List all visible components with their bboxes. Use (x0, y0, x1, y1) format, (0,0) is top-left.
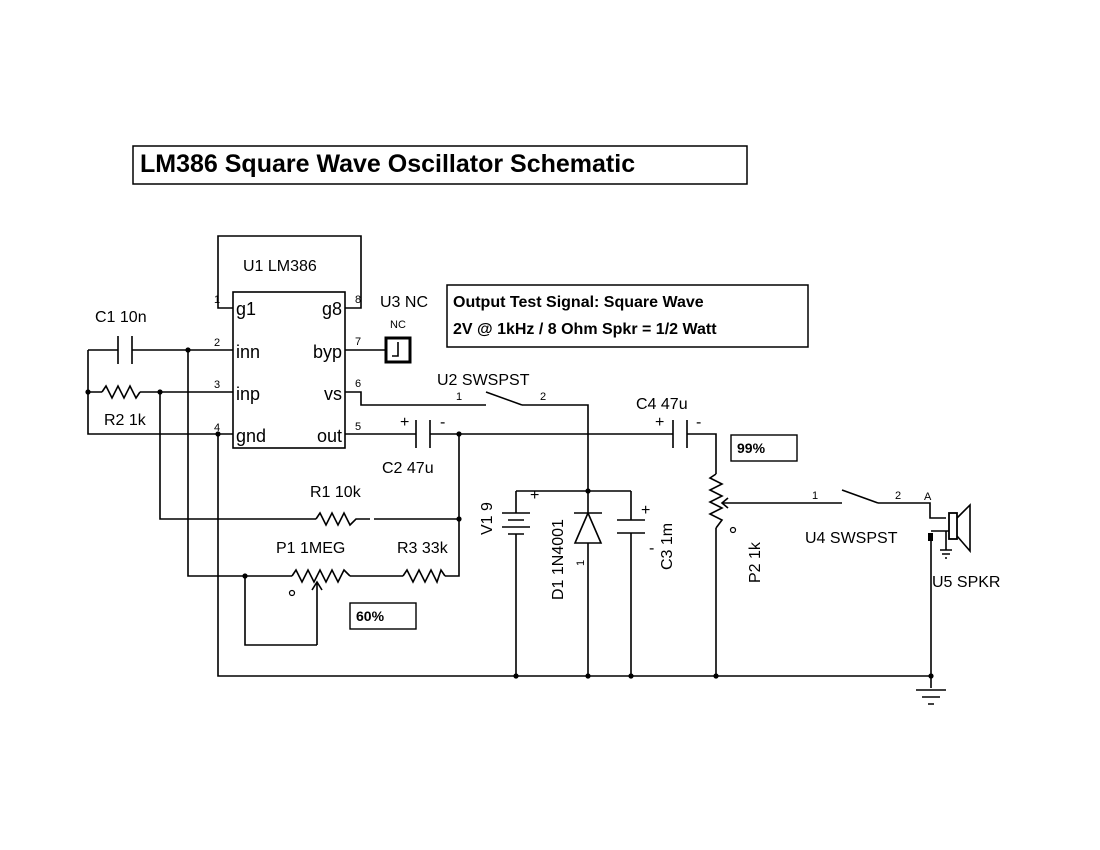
c1-capacitor[interactable]: C1 10n (95, 309, 147, 364)
c2-capacitor[interactable]: + - C2 47u (382, 414, 445, 477)
note-box (446, 284, 809, 348)
c4-minus: - (696, 414, 701, 431)
u1-pin-number-3: 3 (214, 379, 220, 391)
u1-pin-number-2: 2 (214, 337, 220, 349)
wire-vs-switch (345, 391, 589, 491)
u2-label: U2 SWSPST (437, 372, 530, 389)
junction (585, 673, 591, 679)
p2-label: P2 1k (747, 541, 764, 583)
c2-minus: - (440, 414, 445, 431)
c4-label: C4 47u (636, 396, 688, 413)
u2-switch[interactable]: U2 SWSPST 1 2 (437, 372, 546, 406)
junction (456, 431, 462, 437)
v1-label: V1 9 (479, 502, 496, 535)
u1-label: U1 LM386 (243, 258, 317, 275)
v1-plus: + (530, 487, 539, 504)
r2-resistor[interactable]: R2 1k (101, 384, 147, 429)
p1-setting: 60% (356, 608, 385, 624)
d1-diode[interactable]: D1 1N4001 1 (550, 491, 603, 676)
c1-label: C1 10n (95, 309, 147, 326)
c4-capacitor[interactable]: + - C4 47u (636, 396, 701, 448)
c2-label: C2 47u (382, 460, 434, 477)
u3-sub-label: NC (390, 319, 406, 331)
u1-pin-number-4: 4 (214, 422, 220, 434)
c2-plus: + (400, 414, 409, 431)
ground-icon (916, 689, 946, 705)
c3-plus: + (641, 502, 650, 519)
u1-pin-number-8: 8 (355, 294, 361, 306)
u1-pin-g8: g8 (322, 299, 342, 319)
u4-lever (841, 489, 879, 504)
d1-pin: 1 (575, 560, 587, 566)
junction (713, 673, 719, 679)
wire-p1-loop (244, 576, 317, 646)
wire-p1-r3 (187, 350, 460, 577)
u5-speaker[interactable]: A U5 SPKR (924, 491, 1000, 591)
u3-body (384, 336, 412, 364)
u1-pin-gnd: gnd (236, 426, 266, 446)
wire-g1-g8 (217, 235, 362, 309)
p2-potentiometer[interactable]: P2 1k (708, 473, 818, 676)
u2-pin-2: 2 (540, 391, 546, 403)
u4-pin-2: 2 (895, 490, 901, 502)
u1-lm386[interactable]: U1 LM386 g1 inn inp gnd g8 byp vs out 1 … (214, 258, 361, 449)
u1-pin-g1: g1 (236, 299, 256, 319)
r1-label: R1 10k (310, 484, 362, 501)
u1-pin-out: out (317, 426, 342, 446)
wire-r1 (159, 392, 459, 520)
title-box (132, 145, 748, 185)
u4-switch[interactable]: U4 SWSPST 1 2 (805, 489, 946, 547)
junction (628, 673, 634, 679)
u1-pin-vs: vs (324, 384, 342, 404)
v1-battery[interactable]: + V1 9 (479, 487, 539, 676)
u5-pin-a: A (924, 491, 932, 503)
u2-lever (485, 391, 523, 406)
note-line-1: Output Test Signal: Square Wave (453, 294, 704, 311)
junction (928, 673, 934, 679)
u1-pin-number-5: 5 (355, 421, 361, 433)
r3-label: R3 33k (397, 540, 449, 557)
c4-plus: + (655, 414, 664, 431)
p1-label: P1 1MEG (276, 540, 345, 557)
u1-body (232, 291, 346, 449)
u3-glyph (392, 342, 399, 357)
wire-gnd-left (87, 392, 233, 435)
p2-setting: 99% (737, 440, 766, 456)
u1-pin-number-6: 6 (355, 378, 361, 390)
u1-pin-inp: inp (236, 384, 260, 404)
c3-capacitor[interactable]: + - C3 1m (617, 491, 676, 676)
u3-label: U3 NC (380, 294, 428, 311)
u4-label: U4 SWSPST (805, 530, 898, 547)
u5-label: U5 SPKR (932, 574, 1000, 591)
u4-pin-1: 1 (812, 490, 818, 502)
d1-label: D1 1N4001 (550, 519, 567, 600)
c3-label: C3 1m (659, 523, 676, 570)
schematic-title: LM386 Square Wave Oscillator Schematic (140, 150, 635, 178)
p2-setting-box (730, 434, 798, 462)
wire-c4-p2 (687, 433, 717, 474)
u1-pin-byp: byp (313, 342, 342, 362)
r2-label: R2 1k (104, 412, 147, 429)
p1-setting-box (349, 602, 417, 630)
junction (513, 673, 519, 679)
u1-pin-inn: inn (236, 342, 260, 362)
u1-pin-number-7: 7 (355, 336, 361, 348)
r1-resistor[interactable]: R1 10k (310, 484, 370, 527)
c3-minus: - (649, 540, 654, 557)
p1-potentiometer[interactable]: P1 1MEG (276, 540, 351, 645)
wire-ground-bus (217, 434, 931, 677)
p1-wiper (311, 580, 323, 645)
r3-resistor[interactable]: R3 33k (397, 540, 449, 585)
u1-pin-number-1: 1 (214, 294, 220, 306)
p2-wiper (720, 497, 818, 509)
u3-nc[interactable]: U3 NC NC (380, 294, 428, 364)
note-line-2: 2V @ 1kHz / 8 Ohm Spkr = 1/2 Watt (453, 321, 717, 338)
u2-pin-1: 1 (456, 391, 462, 403)
